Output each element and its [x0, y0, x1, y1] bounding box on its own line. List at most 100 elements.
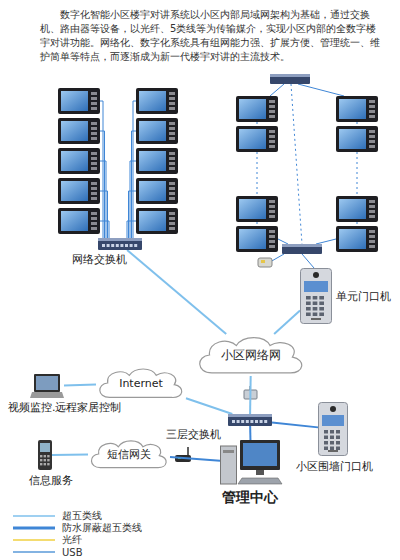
- node-label: 视频监控.远程家居控制: [8, 401, 122, 414]
- phone-key: [47, 463, 49, 465]
- wire: [100, 101, 103, 238]
- laptop-terminal: 视频监控.远程家居控制: [30, 374, 64, 398]
- power-box: [258, 258, 272, 267]
- indoor-monitor: [136, 208, 178, 234]
- wire: [302, 254, 314, 268]
- legend: 超五类线防水屏蔽超五类线光纤USB: [12, 510, 142, 558]
- switch-port: [116, 244, 119, 247]
- door-key: [324, 430, 328, 434]
- node-shape: [228, 414, 272, 426]
- door-key: [313, 307, 318, 311]
- legend-row: 超五类线: [12, 510, 142, 522]
- door-key: [313, 313, 318, 317]
- indoor-monitor: [336, 126, 378, 152]
- wire: [270, 84, 284, 96]
- laptop-base: [30, 392, 64, 398]
- switch-port: [264, 420, 267, 423]
- switch-port: [255, 420, 258, 423]
- legend-line: [13, 527, 55, 530]
- switch-port: [260, 420, 263, 423]
- door-camera: [330, 406, 336, 412]
- legend-text: 光纤: [62, 533, 82, 547]
- network-switch: 网络交换机: [98, 238, 142, 250]
- management-computer: 管理中心: [220, 440, 282, 486]
- legend-swatch: [12, 511, 56, 521]
- wire: [130, 161, 136, 238]
- door-speaker: [328, 450, 338, 452]
- wire: [100, 131, 105, 238]
- network-link: [249, 376, 252, 414]
- door-key: [336, 436, 340, 440]
- node-shape: [30, 374, 64, 398]
- door-panel: [301, 269, 332, 324]
- network-cloud: 小区网络网: [195, 334, 307, 376]
- indoor-monitor: [58, 118, 100, 144]
- phone-key: [44, 459, 46, 461]
- phone-key: [40, 463, 42, 465]
- door-key: [306, 302, 311, 306]
- indoor-monitor: [236, 226, 278, 252]
- left-monitors: [58, 88, 178, 234]
- indoor-monitor: [136, 148, 178, 174]
- indoor-monitor: [58, 88, 100, 114]
- door-key: [319, 313, 324, 317]
- indoor-monitor: [58, 208, 100, 234]
- wire: [133, 101, 136, 238]
- pc-stand: [256, 470, 264, 475]
- door-key: [324, 447, 328, 451]
- wall-door-station: 小区围墙门口机: [318, 402, 348, 456]
- pc-monitor: [240, 440, 280, 470]
- switch-port: [107, 244, 110, 247]
- network-link: [272, 422, 318, 427]
- network-link: [64, 384, 96, 385]
- switch-port: [120, 244, 123, 247]
- wire: [100, 221, 109, 238]
- wire: [132, 131, 137, 238]
- phone-key: [44, 463, 46, 465]
- switch-port: [241, 420, 244, 423]
- internet-cloud: Internet: [96, 366, 186, 400]
- door-key: [306, 313, 311, 317]
- gsm-router: [175, 447, 191, 462]
- phone-key: [44, 455, 46, 457]
- indoor-monitor: [336, 96, 378, 122]
- network-link: [274, 311, 300, 334]
- door-key: [313, 302, 318, 306]
- indoor-monitor: [136, 88, 178, 114]
- switch-top: [228, 414, 272, 417]
- unit-door-station: 单元门口机: [300, 268, 332, 324]
- node-label: 小区围墙门口机: [296, 460, 373, 473]
- door-key: [319, 307, 324, 311]
- door-key: [336, 441, 340, 445]
- door-panel: [319, 403, 348, 456]
- indoor-monitor: [336, 196, 378, 222]
- node-shape: [38, 440, 52, 470]
- phone-key: [40, 459, 42, 461]
- wire: [298, 84, 344, 96]
- door-key: [324, 436, 328, 440]
- switch-port: [246, 420, 249, 423]
- legend-swatch: [12, 523, 56, 533]
- indoor-monitor: [58, 148, 100, 174]
- legend-line: [13, 539, 55, 541]
- node-label: 三层交换机: [166, 428, 221, 441]
- switch-port: [102, 244, 105, 247]
- indoor-monitor: [236, 196, 278, 222]
- right-monitors: [236, 96, 378, 252]
- wire: [127, 221, 136, 238]
- switch-top: [98, 238, 142, 241]
- node-label: 网络交换机: [72, 253, 127, 266]
- door-key: [306, 307, 311, 311]
- wire: [129, 191, 137, 238]
- legend-row: 光纤: [12, 534, 142, 546]
- network-link: [170, 457, 220, 461]
- switch-port: [250, 420, 253, 423]
- wire: [100, 191, 108, 238]
- switch-body: [228, 414, 272, 426]
- switch-port: [130, 244, 133, 247]
- dotted-riser: [291, 84, 302, 244]
- laptop-lid: [34, 374, 60, 392]
- door-key: [319, 302, 324, 306]
- node-shape: [220, 440, 282, 486]
- switch-port: [125, 244, 128, 247]
